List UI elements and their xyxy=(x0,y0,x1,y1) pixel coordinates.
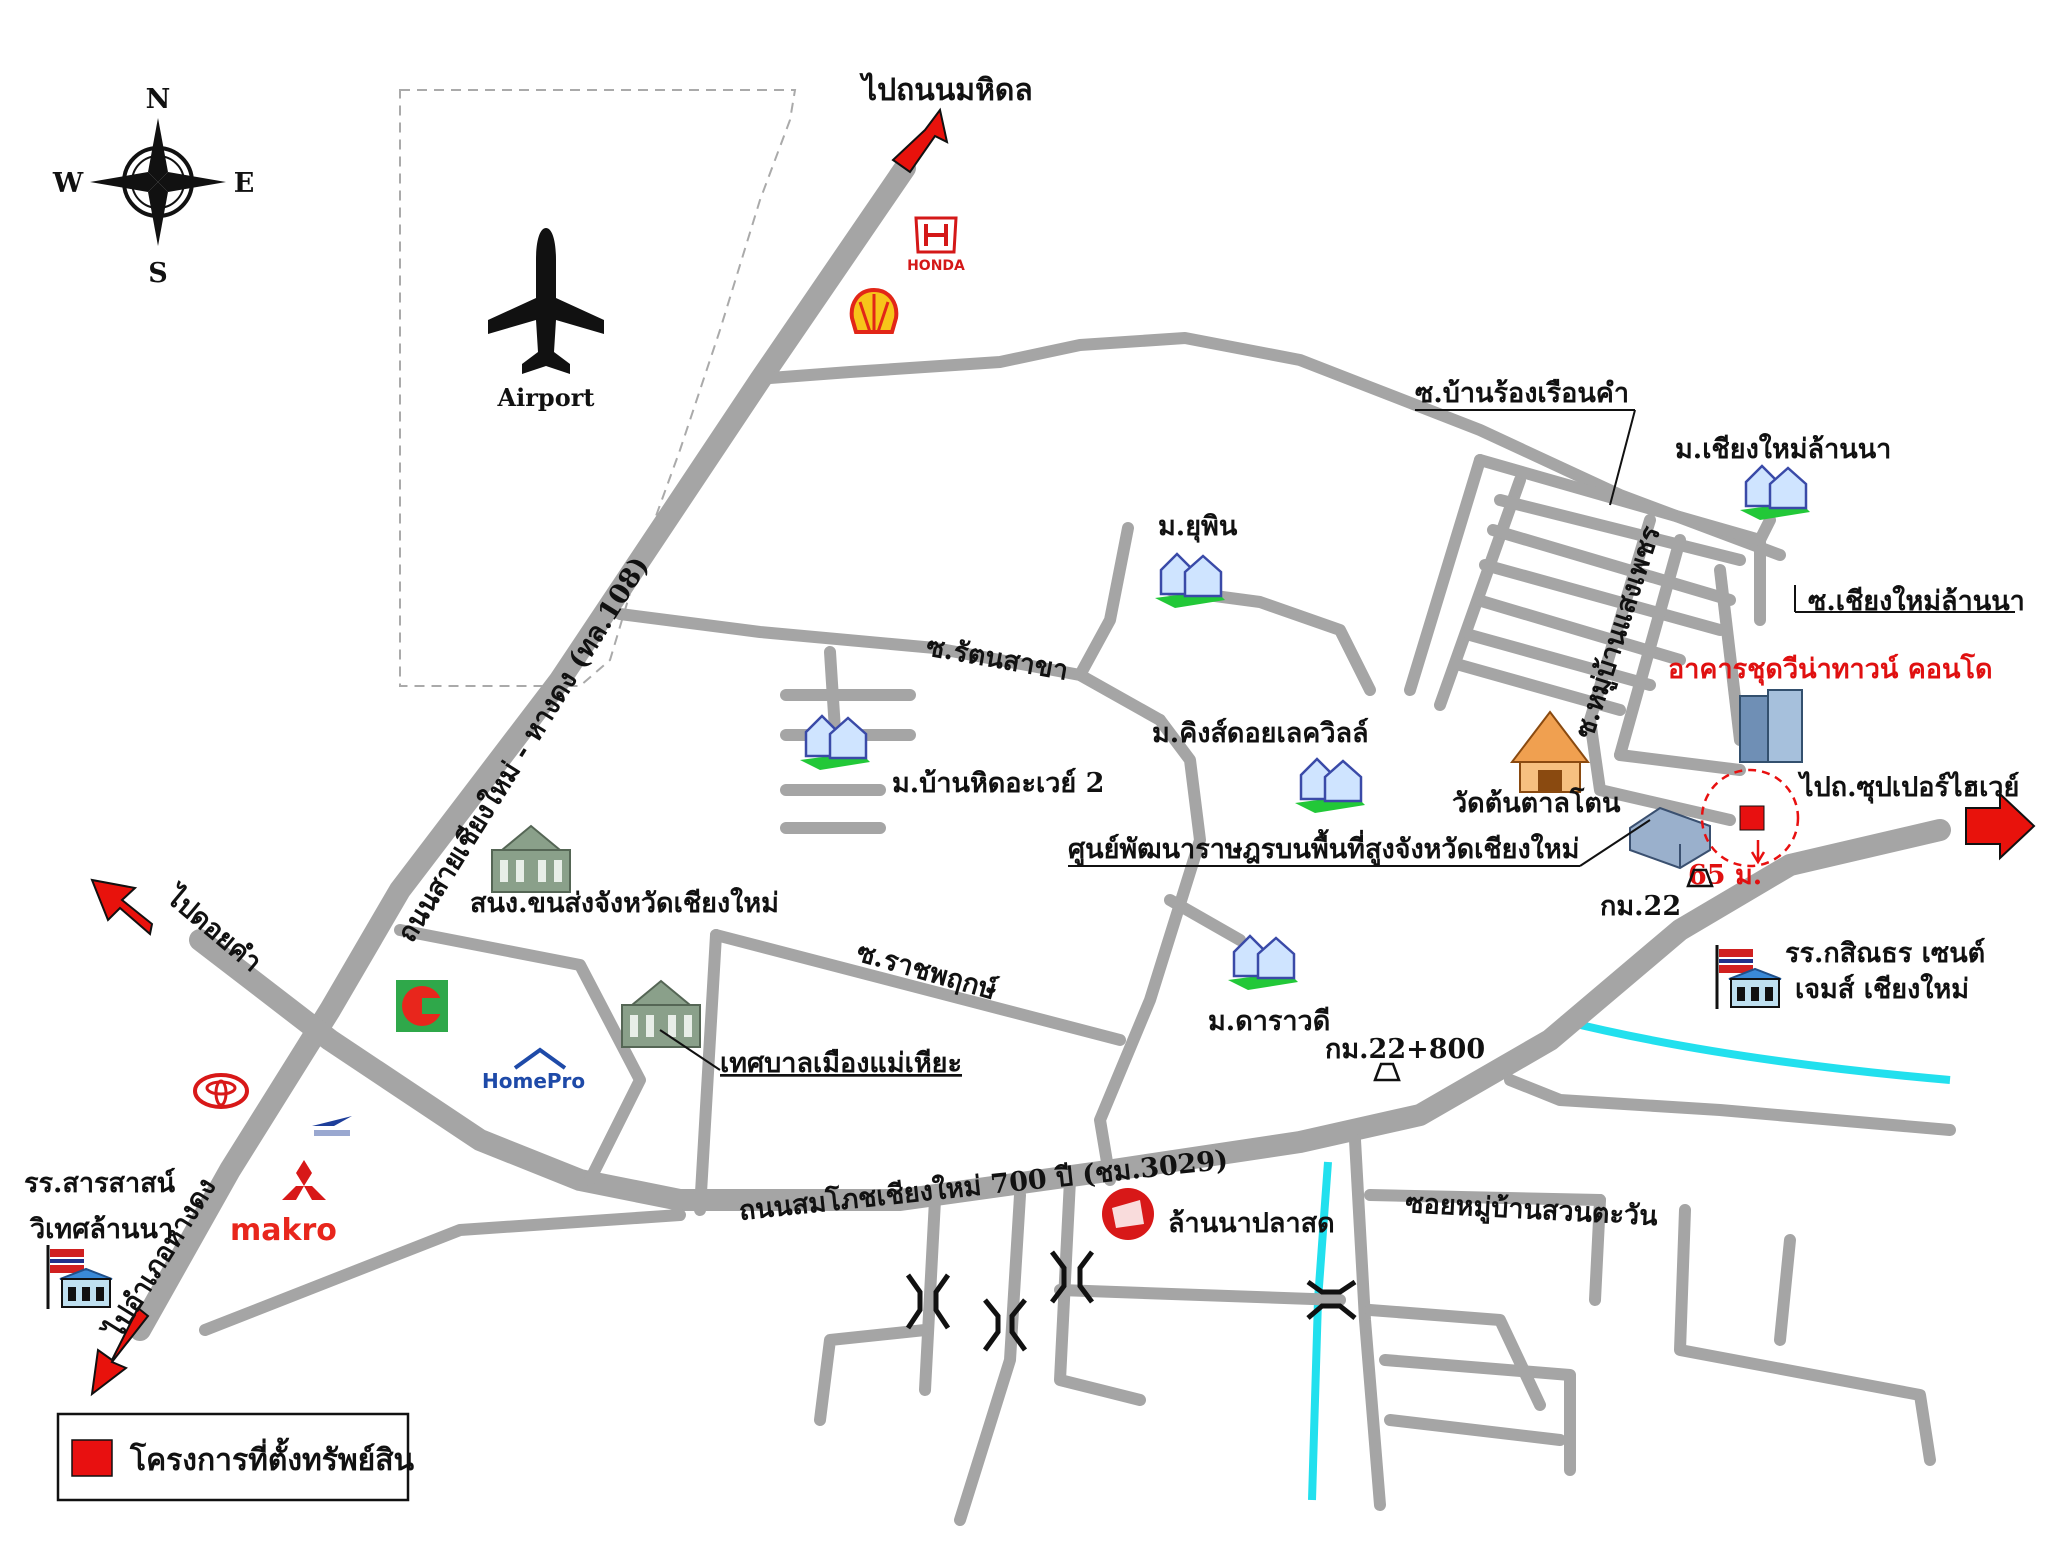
arrow-west xyxy=(90,878,154,936)
main-roads xyxy=(129,157,1951,1341)
house-icon-hideaway xyxy=(800,714,870,770)
place-kings: ม.คิงส์ดอยเลควิลล์ xyxy=(1152,717,1369,749)
place-km22-800: กม.22+800 xyxy=(1325,1034,1485,1065)
compass-north: N xyxy=(146,84,171,115)
road-suan-tawan-label: ซอยหมู่บ้านสวนตะวัน xyxy=(1405,1188,1659,1233)
place-yuphin: ม.ยุพิน xyxy=(1158,511,1238,543)
airport-label: Airport xyxy=(497,383,595,412)
market-icon xyxy=(1102,1188,1154,1240)
road-main-east-label: ถนนสมโภชเชียงใหม่ 700 ปี (ชม.3029) xyxy=(737,1143,1229,1227)
place-km22: กม.22 xyxy=(1600,891,1681,922)
house-icon-yuphin xyxy=(1155,552,1225,608)
arrow-east xyxy=(1965,791,2036,861)
arrow-east-label: ไปถ.ซุปเปอร์ไฮเวย์ xyxy=(1797,771,2019,804)
place-darawadi: ม.ดาราวดี xyxy=(1208,1006,1330,1037)
arrow-southwest xyxy=(90,1306,150,1397)
residential-grid xyxy=(1404,454,1776,826)
legend-box: โครงการที่ตั้งทรัพย์สิน xyxy=(56,1412,415,1502)
mitsubishi-logo xyxy=(282,1160,326,1200)
house-icon-chiangmai-lanna xyxy=(1740,464,1810,520)
temple-icon xyxy=(1509,710,1591,793)
compass-rose: N S W E xyxy=(52,84,254,289)
airport-icon xyxy=(488,228,604,374)
compass-south: S xyxy=(148,258,168,289)
toyota-logo xyxy=(193,1073,249,1109)
school-icon-sarasas xyxy=(46,1245,113,1309)
government-building-icon-transport xyxy=(491,824,571,893)
place-market: ล้านนาปลาสด xyxy=(1168,1208,1335,1239)
place-condo: อาคารชุดวีน่าทาวน์ คอนโด xyxy=(1668,652,1993,686)
place-municipality: เทศบาลเมืองแม่เหียะ xyxy=(720,1048,962,1079)
shell-logo xyxy=(849,287,899,334)
compass-west: W xyxy=(52,168,84,199)
office-building-icon xyxy=(1629,806,1711,870)
honda-logo xyxy=(914,216,958,254)
lotus-logo xyxy=(312,1116,352,1136)
place-hideaway: ม.บ้านหิดอะเวย์ 2 xyxy=(892,767,1104,799)
arrow-north-label: ไปถนนมหิดล xyxy=(859,72,1033,108)
road-ban-rong-label: ซ.บ้านร้องเรือนคำ xyxy=(1415,378,1629,409)
site-radius-circle xyxy=(1700,768,1800,868)
site-marker xyxy=(1739,805,1765,831)
house-icon-kings xyxy=(1295,757,1365,813)
government-building-icon-municipality xyxy=(621,979,701,1048)
road-rattanasakha-label: ซ.รัตนสาขา xyxy=(924,631,1071,686)
homepro-logo xyxy=(513,1047,567,1070)
place-transport: สนง.ขนส่งจังหวัดเชียงใหม่ xyxy=(470,887,779,919)
km-marker-icon-2 xyxy=(1373,1062,1401,1082)
south-roads xyxy=(814,1074,1956,1526)
homepro-label: HomePro xyxy=(482,1069,585,1093)
honda-label: HONDA xyxy=(907,258,965,274)
place-school-kinson-2: เจมส์ เชียงใหม่ xyxy=(1795,973,1969,1005)
place-school-kinson: รร.กสิณธร เซนต์ xyxy=(1785,937,1985,969)
place-center: ศูนย์พัฒนาราษฎรบนพื้นที่สูงจังหวัดเชียงใ… xyxy=(1068,828,1579,866)
overpass-bridges xyxy=(905,1250,1357,1352)
school-icon-kinson xyxy=(1715,945,1782,1009)
arrow-north xyxy=(891,107,949,174)
house-icon-darawadi xyxy=(1228,934,1298,990)
bigc-logo xyxy=(396,980,448,1032)
km-marker-icon xyxy=(1686,868,1714,888)
makro-logo: makro xyxy=(230,1213,337,1248)
place-school-sarasas: รร.สารสาสน์ xyxy=(24,1167,176,1199)
secondary-roads xyxy=(199,332,1786,1336)
legend-label: โครงการที่ตั้งทรัพย์สิน xyxy=(129,1437,415,1478)
legend-site-swatch xyxy=(71,1439,113,1477)
place-chiangmai-lanna: ม.เชียงใหม่ล้านนา xyxy=(1675,433,1891,465)
place-school-sarasas-2: วิเทศล้านนา xyxy=(29,1214,173,1245)
airport-boundary xyxy=(399,89,797,687)
compass-east: E xyxy=(234,168,255,199)
place-wat: วัดต้นตาลโตน xyxy=(1452,786,1621,819)
condo-tower-icon xyxy=(1739,689,1803,763)
